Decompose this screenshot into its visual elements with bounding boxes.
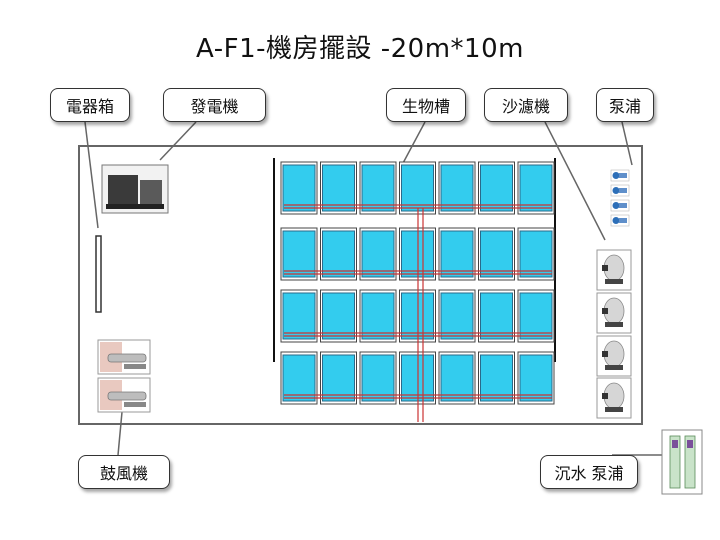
pump-motor	[619, 188, 627, 193]
generator	[101, 164, 169, 214]
leader-electrical-box	[84, 121, 99, 229]
sand-filter	[596, 377, 632, 419]
submersible-pump	[684, 435, 696, 489]
bio-tank	[361, 354, 395, 402]
bio-tank	[519, 354, 553, 402]
bio-tank	[361, 230, 395, 278]
bio-tank	[440, 292, 474, 340]
sand-filter-valve	[602, 351, 608, 357]
sand-filter-base	[605, 322, 623, 327]
bio-tank	[361, 292, 395, 340]
leader-sand-filter	[544, 121, 606, 241]
callout-bio-tank: 生物槽	[386, 88, 466, 122]
equipment-group	[95, 164, 703, 495]
pump-housing	[612, 217, 620, 224]
bio-tank	[480, 292, 513, 340]
pipe-lines	[284, 204, 552, 422]
sand-filter	[596, 335, 632, 377]
callout-generator: 發電機	[163, 88, 266, 122]
sand-filter-base	[605, 407, 623, 412]
bio-tank	[401, 164, 434, 212]
sand-filter-valve	[602, 393, 608, 399]
callout-submersible-pump: 沉水 泵浦	[540, 455, 638, 489]
sand-filter-base	[605, 365, 623, 370]
tank-rack-frame	[273, 158, 556, 362]
generator-engine	[108, 175, 138, 205]
leader-bio-tank	[401, 121, 426, 166]
pump	[610, 214, 630, 227]
submersible-pump-group	[661, 429, 703, 495]
bio-tank	[282, 230, 316, 278]
sand-filter-valve	[602, 308, 608, 314]
submersible-pump-frame	[661, 429, 703, 495]
generator-base	[106, 204, 164, 209]
pump-motor	[619, 173, 627, 178]
callout-sand-filter: 沙濾機	[484, 88, 568, 122]
electrical-box	[95, 235, 102, 313]
bio-tank	[361, 164, 395, 212]
bio-tank	[519, 164, 553, 212]
callout-pump: 泵浦	[596, 88, 654, 122]
bio-tank	[519, 292, 553, 340]
bio-tank	[322, 354, 355, 402]
bio-tank	[480, 164, 513, 212]
sand-filter	[596, 249, 632, 291]
pump	[610, 184, 630, 197]
submersible-pump-motor	[687, 440, 693, 448]
bio-tank	[440, 230, 474, 278]
blower-base	[124, 364, 146, 369]
pump-housing	[612, 172, 620, 179]
page-title: A-F1-機房擺設 -20m*10m	[196, 34, 524, 64]
blower-base	[124, 402, 146, 407]
submersible-pump-motor	[672, 440, 678, 448]
bio-tank	[322, 164, 355, 212]
bio-tank	[282, 164, 316, 212]
bio-tank	[519, 230, 553, 278]
pump-motor	[619, 218, 627, 223]
leader-generator	[159, 121, 197, 161]
callout-blower: 鼓風機	[78, 455, 170, 489]
sand-filter	[596, 292, 632, 334]
leader-blower	[117, 411, 123, 456]
blower	[97, 339, 151, 375]
blower-motor	[107, 353, 147, 363]
bio-tank	[480, 354, 513, 402]
blower	[97, 377, 151, 413]
pump	[610, 169, 630, 182]
bio-tank	[322, 292, 355, 340]
bio-tank	[282, 292, 316, 340]
sand-filter-valve	[602, 265, 608, 271]
bio-tank	[322, 230, 355, 278]
pump	[610, 199, 630, 212]
bio-tank	[440, 164, 474, 212]
blower-motor	[107, 391, 147, 401]
submersible-pump	[669, 435, 681, 489]
pump-housing	[612, 202, 620, 209]
bio-tank	[440, 354, 474, 402]
leader-pump	[621, 121, 633, 166]
pump-housing	[612, 187, 620, 194]
generator-alternator	[140, 180, 162, 204]
bio-tank	[282, 354, 316, 402]
sand-filter-base	[605, 279, 623, 284]
bio-tank	[480, 230, 513, 278]
callout-electrical-box: 電器箱	[50, 88, 130, 122]
pump-motor	[619, 203, 627, 208]
